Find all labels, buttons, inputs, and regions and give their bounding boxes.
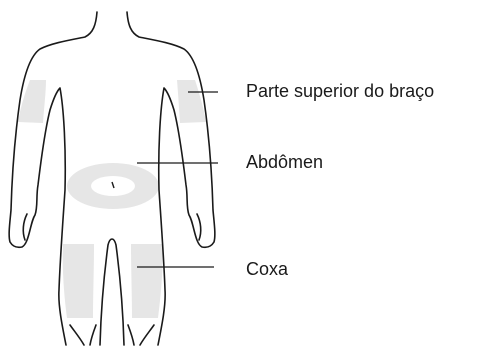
abdomen-label: Abdômen [246, 152, 323, 172]
inner-legs [100, 239, 124, 345]
right-thigh-zone [131, 244, 163, 318]
left-knee-detail-2 [90, 325, 96, 345]
right-knee-detail [140, 325, 154, 345]
injection-zones [18, 80, 206, 318]
right-knee-detail-2 [128, 325, 134, 345]
left-knee-detail [70, 325, 84, 345]
left-thigh-zone [63, 244, 94, 318]
thigh-label: Coxa [246, 259, 289, 279]
right-finger-detail [197, 214, 201, 240]
left-finger-detail [23, 214, 27, 240]
upper-arm-label: Parte superior do braço [246, 81, 434, 101]
